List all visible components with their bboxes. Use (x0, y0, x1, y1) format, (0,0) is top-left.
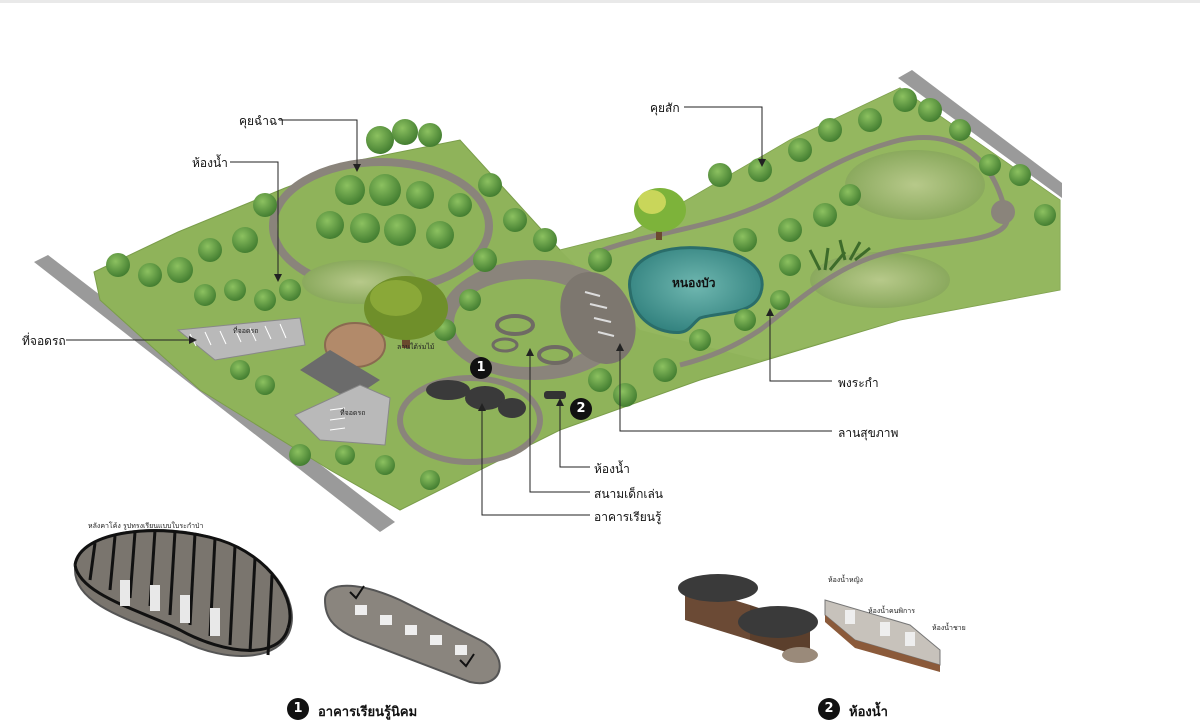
reed-plants (808, 239, 871, 271)
label-khoi-chacha: คุยฉำฉา (239, 114, 284, 128)
learning-building-floor-model (323, 584, 501, 685)
label-playground: สนามเด็กเล่น (594, 487, 663, 501)
caption-toilet: ห้องน้ำ (849, 705, 888, 720)
marker-2: 2 (570, 398, 592, 420)
mound-right-2 (810, 252, 950, 308)
parking-2 (294, 384, 391, 446)
lotus-pond (628, 246, 764, 335)
mound-right-1 (845, 150, 985, 220)
label-khoi-sak: คุยสัก (650, 101, 680, 115)
learning-building-roof-model (73, 529, 293, 657)
toilet-building (544, 391, 566, 399)
label-roof-note: หลังคาโค้ง รูปทรงเรียนแบบใบระกำป่า (88, 522, 204, 530)
learning-building-pods (426, 380, 526, 418)
exercise-equipment (584, 291, 615, 337)
top-border (0, 0, 1200, 3)
caption-learning-building: อาคารเรียนรู้นิคม (318, 705, 418, 720)
parking-1 (176, 317, 306, 361)
label-reeds: พงระกำ (838, 376, 879, 390)
yellow-tree (634, 188, 686, 240)
leader-arrowheads (189, 159, 774, 411)
toilet-cutaway-model (824, 599, 941, 672)
label-toilet-women: ห้องน้ำหญิง (828, 576, 863, 584)
label-toilet-top: ห้องน้ำ (192, 156, 228, 170)
leader-lines (66, 106, 832, 516)
marker-1: 1 (470, 357, 492, 379)
caption-2-badge: 2 (818, 698, 840, 720)
label-toilet-bottom: ห้องน้ำ (594, 462, 630, 476)
tree-cluster (106, 88, 1056, 490)
building-ring (397, 375, 543, 465)
label-learning-building: อาคารเรียนรู้ (594, 510, 662, 524)
label-toilet-disabled: ห้องน้ำคนพิการ (868, 607, 915, 615)
map-label-parking-1: ที่จอดรถ (233, 327, 259, 335)
parking-stripes (189, 323, 346, 431)
map-label-tree-plaza: ลานใต้ร่มไม้ (397, 343, 435, 351)
play-ring-1 (495, 314, 535, 336)
label-toilet-men: ห้องน้ำชาย (932, 624, 966, 632)
trail-right (589, 135, 1010, 368)
big-tree (364, 276, 448, 348)
map-label-parking-2: ที่จอดรถ (340, 409, 366, 417)
label-pond: หนองบัว (672, 276, 716, 290)
trail-node (991, 200, 1015, 224)
label-parking: ที่จอดรถ (22, 334, 66, 348)
caption-1-badge: 1 (287, 698, 309, 720)
play-ring-2 (537, 345, 573, 365)
label-health-plaza: ลานสุขภาพ (838, 426, 899, 440)
toilet-exterior-model (678, 574, 818, 663)
play-ring-3 (491, 337, 519, 353)
